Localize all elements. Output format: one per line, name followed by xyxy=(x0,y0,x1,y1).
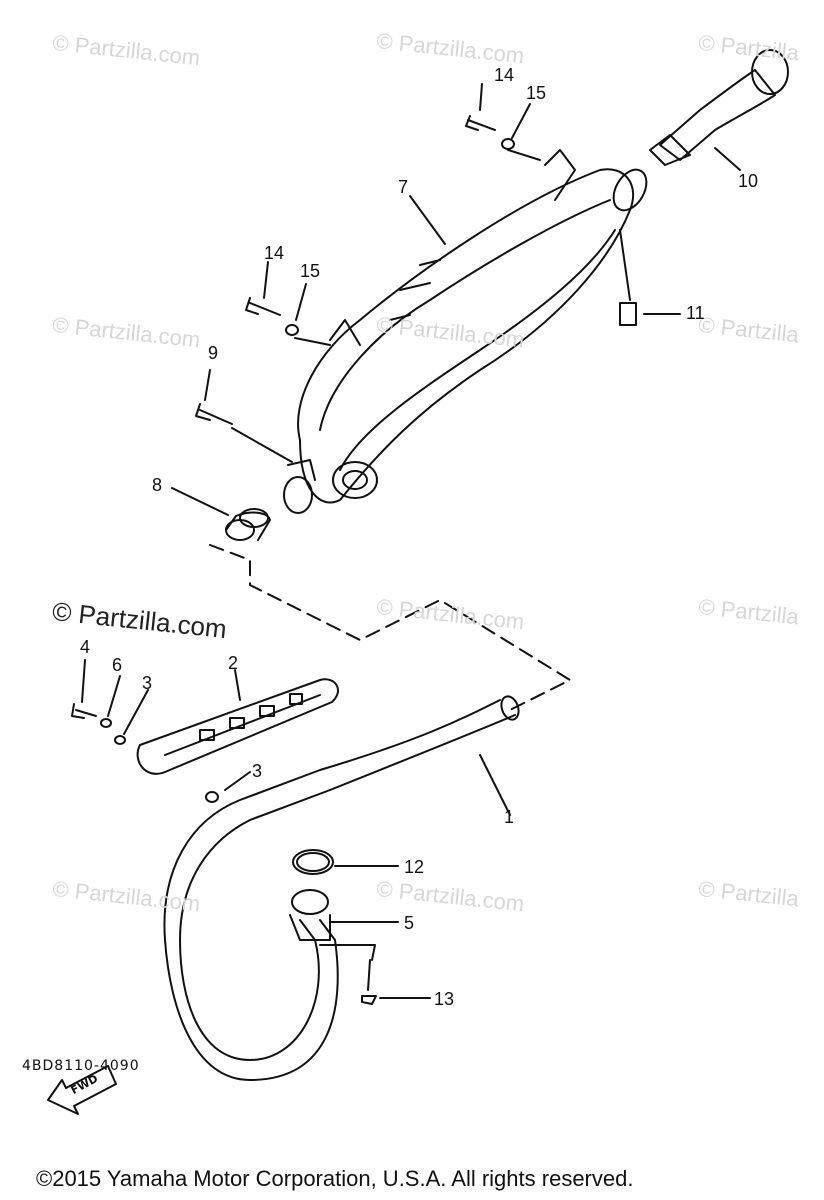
callout-7: 7 xyxy=(398,177,409,197)
washer-3-upper xyxy=(114,735,126,745)
callout-10: 10 xyxy=(738,171,759,191)
muffler xyxy=(297,149,648,504)
washer-15-left xyxy=(285,324,299,336)
callout-5: 5 xyxy=(404,913,415,933)
callout-15: 15 xyxy=(300,261,321,281)
callout-13: 13 xyxy=(434,989,455,1009)
exhaust-pipe xyxy=(163,695,520,1081)
fwd-arrow-icon xyxy=(47,1065,117,1115)
muffler-gasket xyxy=(225,508,271,541)
copyright-text: ©2015 Yamaha Motor Corporation, U.S.A. A… xyxy=(36,1166,634,1191)
callout-3: 3 xyxy=(142,673,153,693)
spark-arrester xyxy=(649,49,789,166)
bolt-9 xyxy=(195,403,233,425)
bolt-13 xyxy=(361,959,377,1005)
bolt-4 xyxy=(71,703,97,719)
callout-14: 14 xyxy=(494,65,515,85)
callout-3: 3 xyxy=(252,761,263,781)
washer-6 xyxy=(100,718,112,728)
callout-1: 1 xyxy=(504,807,515,827)
bolt-14-top xyxy=(465,115,496,131)
washer-15-top xyxy=(501,138,515,150)
diagram-code: 4BD8110-4090 xyxy=(22,1058,140,1074)
washer-3-lower xyxy=(205,791,219,803)
callout-12: 12 xyxy=(404,857,425,877)
callout-15: 15 xyxy=(526,83,547,103)
callout-9: 9 xyxy=(208,343,219,363)
callout-8: 8 xyxy=(152,475,163,495)
callout-6: 6 xyxy=(112,655,123,675)
bolt-14-left xyxy=(245,297,281,316)
heat-protector xyxy=(136,678,339,775)
callout-2: 2 xyxy=(228,653,239,673)
callout-11: 11 xyxy=(686,303,705,323)
callout-14: 14 xyxy=(264,243,285,263)
bolt-11 xyxy=(619,302,637,326)
gasket-12 xyxy=(292,849,334,875)
flange-5 xyxy=(289,889,331,941)
callout-4: 4 xyxy=(80,637,91,657)
muffler-clamp xyxy=(283,459,316,514)
